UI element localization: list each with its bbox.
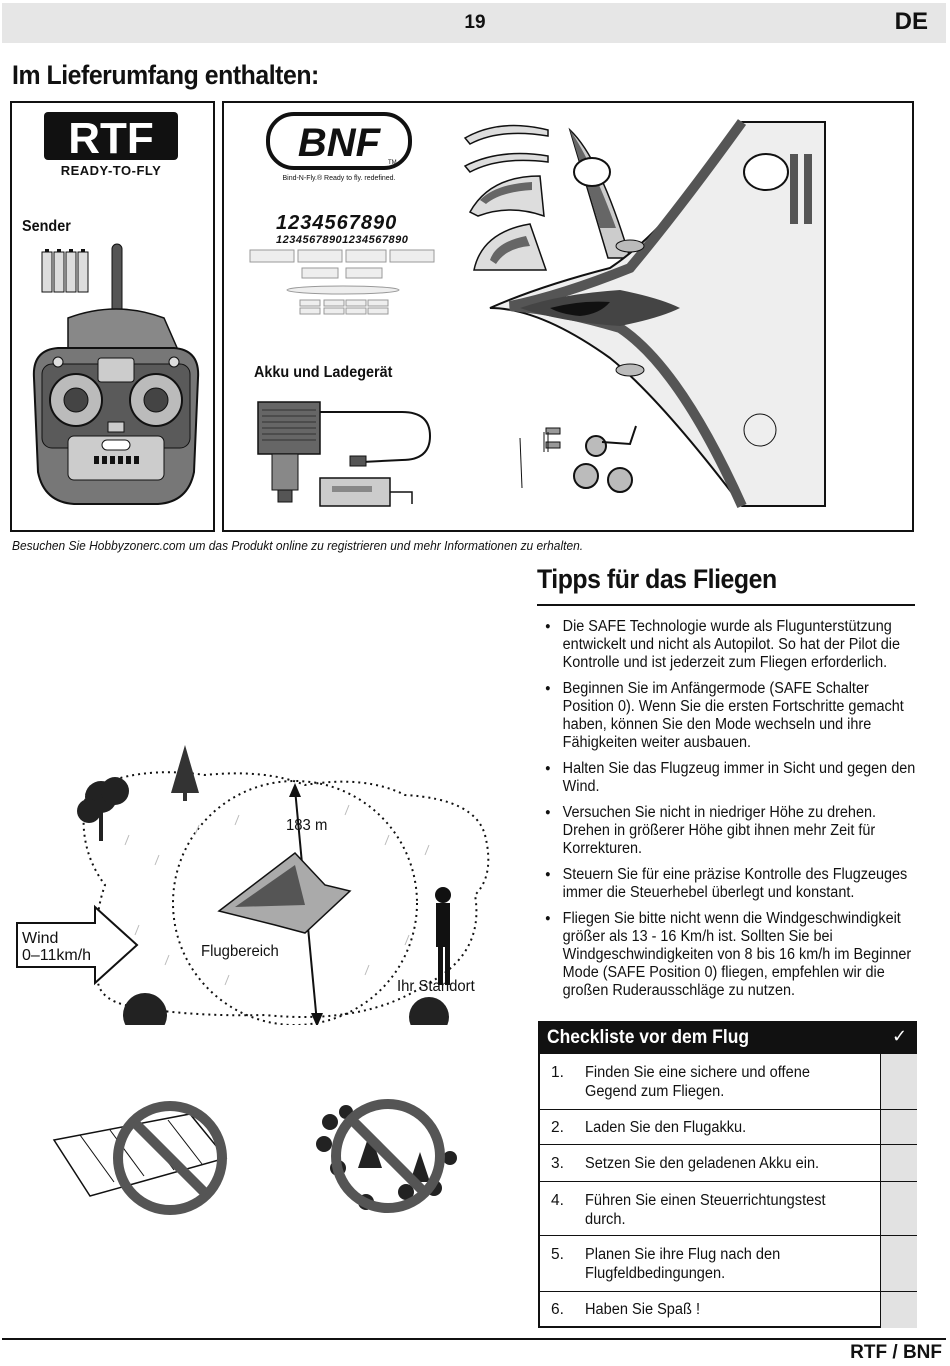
checklist-number: 6. (551, 1301, 564, 1318)
section-title-contents: Im Lieferumfang enthalten: (12, 60, 319, 90)
wind-label: Wind 0–11km/h (22, 930, 91, 964)
checklist-header: Checkliste vor dem Flug ✓ (540, 1023, 915, 1054)
flying-field-diagram (16, 745, 490, 1025)
checkbox-divider (880, 1235, 917, 1236)
airframe-parts-illustration (463, 124, 549, 271)
checkbox-column (880, 1054, 917, 1328)
checklist-row: 6. Haben Sie Spaß ! (540, 1292, 880, 1328)
registration-note: Besuchen Sie Hobbyzonerc.com um das Prod… (12, 538, 584, 553)
footer-divider (2, 1338, 946, 1340)
wind-label-title: Wind (22, 930, 59, 947)
checklist-number: 1. (551, 1064, 564, 1081)
serial-number-small: 12345678901234567890 (276, 234, 409, 246)
tip-item: Die SAFE Technologie wurde als Flugunter… (545, 618, 917, 672)
footer-product-label: RTF / BNF (850, 1342, 942, 1363)
checkbox-divider (880, 1109, 917, 1110)
tips-divider (537, 604, 915, 606)
checklist-number: 2. (551, 1119, 564, 1136)
transmitter-illustration (32, 243, 200, 505)
serial-number-large: 1234567890 (276, 212, 398, 234)
no-trees-icon (316, 1099, 457, 1213)
no-parking-lot-icon (52, 1101, 228, 1215)
bnf-trademark: TM (388, 160, 397, 166)
checklist-number: 5. (551, 1246, 564, 1263)
aa-batteries-icon (41, 249, 89, 293)
distance-label: 183 m (286, 817, 328, 834)
tips-list: Die SAFE Technologie wurde als Flugunter… (545, 618, 920, 1008)
checklist-row: 5. Planen Sie ihre Flug nach den Flugfel… (540, 1236, 880, 1292)
aircraft-illustration (489, 119, 826, 509)
checkbox-divider (880, 1291, 917, 1292)
charger-and-battery-illustration (257, 401, 432, 507)
checklist-row: 3. Setzen Sie den geladenen Akku ein. (540, 1145, 880, 1182)
checkbox-divider (880, 1144, 917, 1145)
checklist-row: 1. Finden Sie eine sichere und offene Ge… (540, 1054, 880, 1110)
tip-item: Fliegen Sie bitte nicht wenn die Windges… (545, 910, 917, 1000)
checklist-number: 3. (551, 1155, 564, 1172)
checklist-row: 2. Laden Sie den Flugakku. (540, 1110, 880, 1145)
checklist-text: Haben Sie Spaß ! (585, 1301, 701, 1318)
language-code: DE (894, 8, 928, 35)
rtf-logo-text: RTF (68, 114, 154, 163)
section-title-tips: Tipps für das Fliegen (537, 564, 777, 594)
checklist-text: Führen Sie einen Steuerrichtungstest dur… (585, 1192, 826, 1228)
rtf-logo-subtitle: READY-TO-FLY (61, 163, 162, 178)
checklist-title: Checkliste vor dem Flug (547, 1027, 750, 1048)
checkbox-divider (880, 1181, 917, 1182)
your-position-label: Ihr Standort (397, 978, 475, 995)
checklist-text: Planen Sie ihre Flug nach den Flugfeldbe… (585, 1246, 781, 1282)
decal-sheet-illustration (249, 249, 435, 315)
tip-item: Versuchen Sie nicht in niedriger Höhe zu… (545, 804, 917, 858)
rtf-logo: RTF READY-TO-FLY (44, 112, 178, 178)
page-number: 19 (464, 12, 486, 33)
checklist-text: Finden Sie eine sichere und offene Gegen… (585, 1064, 810, 1100)
page-header-bar (2, 3, 946, 43)
landing-gear-parts-illustration (519, 425, 637, 493)
checklist-number: 4. (551, 1192, 564, 1209)
label-battery-charger: Akku und Ladegerät (254, 364, 393, 381)
bnf-logo: BNF TM Bind-N-Fly.® Ready to fly. redefi… (266, 112, 412, 182)
tip-item: Steuern Sie für eine präzise Kontrolle d… (545, 866, 917, 902)
preflight-checklist: Checkliste vor dem Flug ✓ 1. Finden Sie … (538, 1021, 917, 1328)
tip-item: Halten Sie das Flugzeug immer in Sicht u… (545, 760, 917, 796)
flight-area-label: Flugbereich (201, 943, 279, 960)
checklist-text: Laden Sie den Flugakku. (585, 1119, 747, 1136)
bnf-logo-text: BNF (298, 121, 382, 165)
checklist-text: Setzen Sie den geladenen Akku ein. (585, 1155, 820, 1172)
label-sender: Sender (22, 218, 71, 235)
checkmark-icon: ✓ (892, 1026, 908, 1046)
tip-item: Beginnen Sie im Anfängermode (SAFE Schal… (545, 680, 917, 752)
checklist-row: 4. Führen Sie einen Steuerrichtungstest … (540, 1182, 880, 1236)
wind-speed-range: 0–11km/h (22, 947, 92, 964)
bnf-tagline: Bind-N-Fly.® Ready to fly. redefined. (282, 174, 395, 182)
